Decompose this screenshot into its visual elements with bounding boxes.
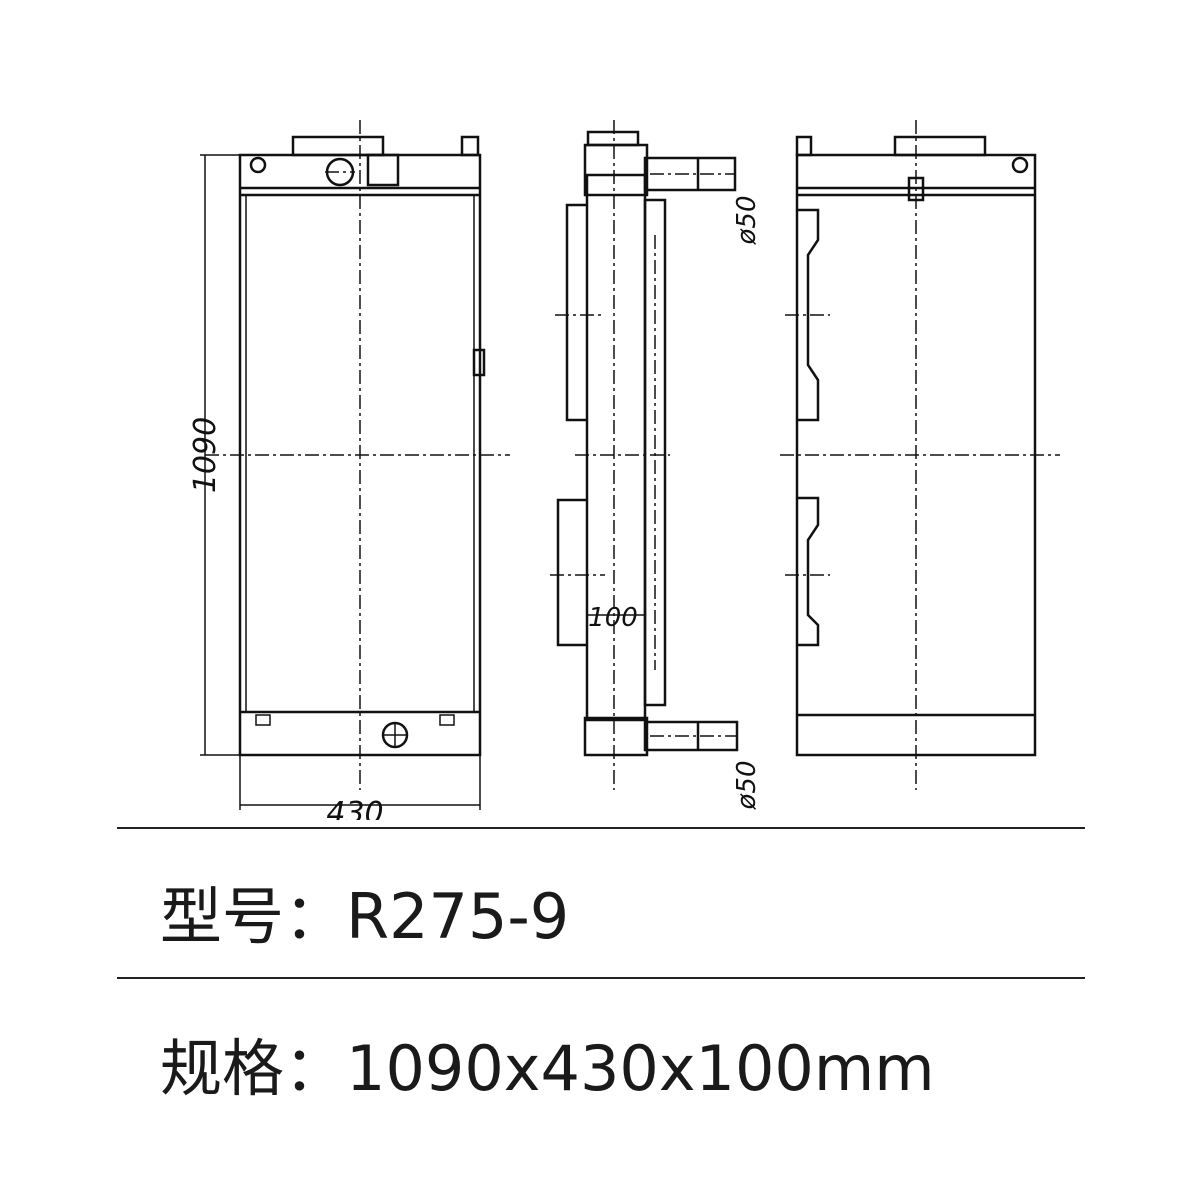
dimension-height: 1090: [188, 154, 240, 756]
rear-view: [780, 120, 1060, 790]
model-label: 型号：: [160, 880, 347, 953]
bottom-pipe-diameter-label: ø50: [732, 761, 762, 811]
front-view: [205, 120, 510, 790]
width-dimension-label: 430: [326, 796, 383, 820]
divider-top: [117, 827, 1085, 829]
divider-middle: [117, 977, 1085, 979]
dimension-width: 430: [239, 755, 481, 820]
side-view: 100 ø50 ø50: [550, 120, 762, 811]
size-row: 规格：1090x430x100mm: [160, 1018, 935, 1108]
model-row: 型号：R275-9: [160, 866, 569, 956]
depth-dimension-label: 100: [588, 603, 638, 633]
model-value: R275-9: [346, 880, 570, 953]
size-label: 规格：: [160, 1032, 347, 1105]
radiator-technical-drawing: 1090 430 100 ø50 ø50: [188, 120, 1060, 820]
size-value: 1090x430x100mm: [346, 1032, 935, 1105]
top-pipe-diameter-label: ø50: [732, 196, 762, 246]
height-dimension-label: 1090: [188, 417, 223, 493]
